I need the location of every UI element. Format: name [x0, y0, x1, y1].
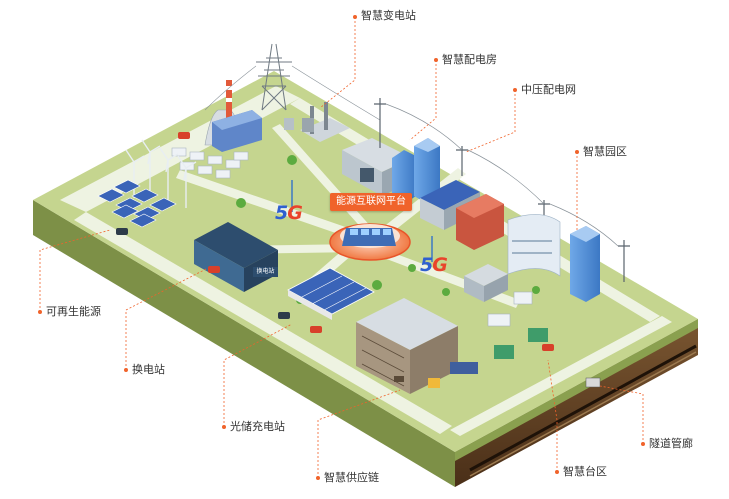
parked-car — [178, 132, 190, 139]
callout-smart-park: 智慧园区 — [583, 145, 627, 158]
smart-park — [420, 180, 600, 302]
five-g-badge: 5G — [420, 254, 448, 276]
five-g-letter: G — [432, 254, 448, 276]
five-g-digit: 5 — [275, 202, 288, 224]
smart-supply-chain-warehouse — [356, 298, 478, 394]
smart-substation — [284, 102, 350, 142]
callout-utility-tunnel: 隧道管廊 — [649, 437, 693, 450]
callout-dots — [38, 15, 645, 480]
callout-battery-swap: 换电站 — [132, 363, 165, 376]
five-g-digit: 5 — [420, 254, 433, 276]
callout-leaders — [39, 17, 644, 478]
smart-transformer-area — [464, 264, 548, 359]
swap-station-sign: 换电站 — [253, 267, 278, 277]
callout-smart-distribution: 智慧配电房 — [442, 53, 497, 66]
five-g-badge: 5G — [275, 202, 303, 224]
callout-smart-transformer-area: 智慧台区 — [563, 465, 607, 478]
container-blocks — [171, 147, 249, 179]
parked-car — [116, 228, 128, 235]
pv-storage-charging-station — [278, 267, 375, 333]
energy-platform-label: 能源互联网平台 — [330, 193, 412, 211]
transmission-tower — [204, 43, 381, 121]
callout-mv-grid: 中压配电网 — [521, 83, 576, 96]
utility-tunnel-pipes — [469, 344, 697, 477]
tunnel-robot-icon — [585, 377, 601, 388]
five-g-tower — [291, 180, 433, 262]
callout-storage-charging: 光储充电站 — [230, 420, 285, 433]
wind-turbines — [125, 139, 197, 208]
five-g-letter: G — [287, 202, 303, 224]
callout-renewable-energy: 可再生能源 — [46, 305, 101, 318]
callout-smart-supply-chain: 智慧供应链 — [324, 471, 379, 484]
energy-platform-hub — [329, 223, 411, 261]
thermal-plant — [204, 80, 262, 152]
solar-field — [97, 179, 177, 228]
office-tower — [392, 138, 440, 204]
parked-car — [542, 344, 554, 351]
callout-smart-substation: 智慧变电站 — [361, 9, 416, 22]
